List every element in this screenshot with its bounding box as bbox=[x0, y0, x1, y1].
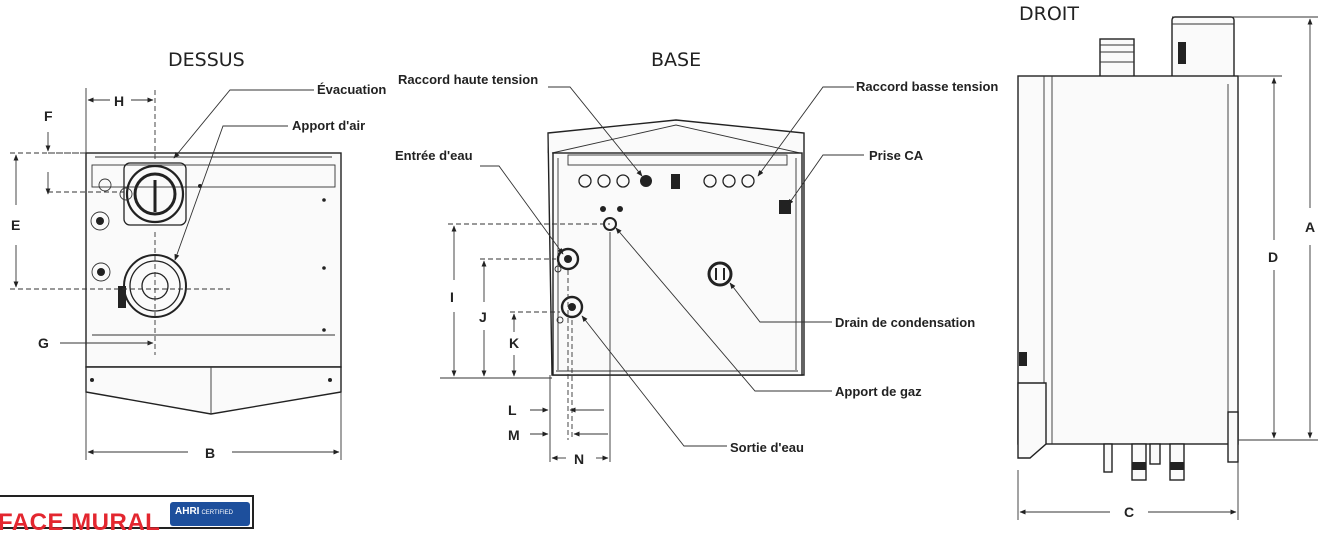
callout-air-supply: Apport d'air bbox=[292, 118, 365, 133]
callout-exhaust: Évacuation bbox=[317, 82, 386, 97]
callout-water-inlet: Entrée d'eau bbox=[395, 148, 473, 163]
dim-label-e: E bbox=[11, 217, 20, 233]
callout-ac-outlet: Prise CA bbox=[869, 148, 924, 163]
dim-label-f: F bbox=[44, 108, 53, 124]
badge-text: FACE MURAL bbox=[0, 509, 161, 536]
dim-label-c: C bbox=[1124, 504, 1134, 520]
view-title-top: DESSUS bbox=[168, 49, 245, 71]
dim-label-j: J bbox=[479, 309, 487, 325]
base-dimensions: I J K L M N bbox=[450, 225, 609, 467]
top-callouts: Évacuation Apport d'air bbox=[173, 82, 386, 261]
dim-label-n: N bbox=[574, 451, 584, 467]
callout-condensate-drain: Drain de condensation bbox=[835, 315, 975, 330]
callout-low-voltage: Raccord basse tension bbox=[856, 79, 998, 94]
callout-high-voltage: Raccord haute tension bbox=[398, 72, 538, 87]
dim-label-i: I bbox=[450, 289, 454, 305]
callout-water-outlet: Sortie d'eau bbox=[730, 440, 804, 455]
dim-label-g: G bbox=[38, 335, 49, 351]
dim-label-d: D bbox=[1268, 249, 1278, 265]
base-view bbox=[440, 119, 805, 462]
callout-gas-supply: Apport de gaz bbox=[835, 384, 922, 399]
view-title-right: DROIT bbox=[1019, 3, 1079, 25]
ahri-certified-text: CERTIFIED bbox=[201, 510, 234, 516]
top-dimensions: H F E G B bbox=[11, 93, 340, 461]
view-title-base: BASE bbox=[651, 49, 701, 71]
dim-label-k: K bbox=[509, 335, 519, 351]
base-callouts: Raccord haute tension Raccord basse tens… bbox=[395, 72, 998, 455]
dim-label-h: H bbox=[114, 93, 124, 109]
right-dimensions: A D C bbox=[1019, 18, 1315, 520]
ahri-logo-text: AHRI bbox=[175, 506, 200, 517]
technical-drawing: DESSUS BASE DROIT bbox=[10, 3, 1318, 520]
right-view bbox=[1017, 16, 1318, 520]
dim-label-a: A bbox=[1305, 219, 1315, 235]
dim-label-m: M bbox=[508, 427, 520, 443]
dim-label-l: L bbox=[508, 402, 517, 418]
dim-label-b: B bbox=[205, 445, 215, 461]
top-view bbox=[10, 88, 342, 460]
